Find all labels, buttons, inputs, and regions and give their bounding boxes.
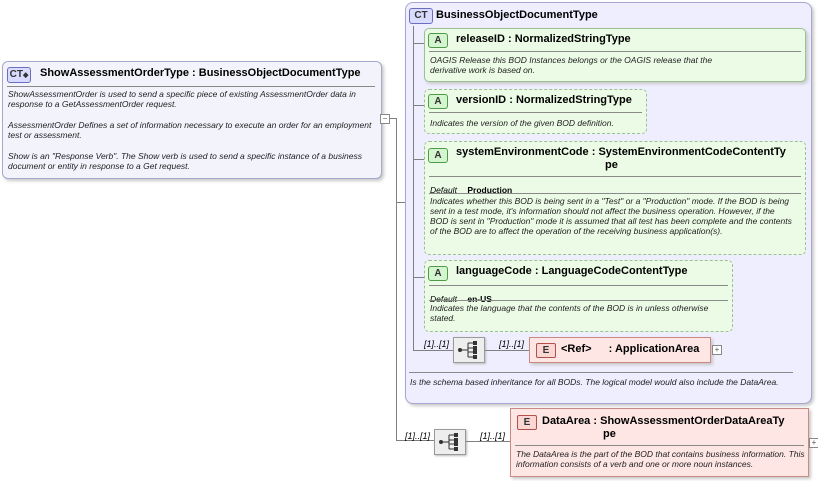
type-name: ShowAssessmentOrderType : BusinessObject… — [40, 67, 361, 79]
element-name: DataArea : ShowAssessmentOrderDataAreaTy — [542, 415, 785, 427]
sequence-icon — [439, 433, 458, 451]
element-data-area[interactable]: E DataArea : ShowAssessmentOrderDataArea… — [510, 408, 809, 477]
show-assessment-order-type-box[interactable]: CT◆ ShowAssessmentOrderType : BusinessOb… — [2, 61, 382, 179]
sequence-icon — [458, 341, 477, 359]
type-documentation-2: AssessmentOrder Defines a set of informa… — [8, 120, 372, 140]
attribute-name: versionID : NormalizedStringType — [456, 94, 632, 106]
sequence-compositor[interactable] — [434, 429, 466, 455]
element-name: <Ref> : ApplicationArea — [561, 343, 700, 355]
element-application-area[interactable]: E <Ref> : ApplicationArea — [529, 337, 711, 363]
sequence-multiplicity: [1]..[1] — [424, 339, 450, 349]
attribute-system-environment-code[interactable]: A systemEnvironmentCode : SystemEnvironm… — [424, 141, 806, 255]
type-documentation-1: ShowAssessmentOrder is used to send a sp… — [8, 89, 356, 109]
attribute-version-id[interactable]: A versionID : NormalizedStringType Indic… — [424, 89, 647, 134]
sequence-multiplicity: [1]..[1] — [405, 431, 431, 441]
element-badge: E — [536, 343, 556, 358]
element-documentation: The DataArea is the part of the BOD that… — [516, 449, 805, 469]
attribute-badge: A — [428, 266, 448, 281]
attribute-language-code[interactable]: A languageCode : LanguageCodeContentType… — [424, 260, 733, 332]
element-badge: E — [517, 415, 537, 430]
expand-toggle[interactable]: + — [712, 345, 722, 355]
attribute-name: systemEnvironmentCode : SystemEnvironmen… — [456, 146, 786, 158]
element-multiplicity: [1]..[1] — [480, 431, 506, 441]
attribute-badge: A — [428, 148, 448, 163]
bod-type-documentation: Is the schema based inheritance for all … — [410, 377, 779, 387]
attribute-documentation: Indicates the version of the given BOD d… — [430, 118, 614, 128]
complex-type-badge: CT◆ — [7, 67, 31, 83]
attribute-name: languageCode : LanguageCodeContentType — [456, 265, 688, 277]
element-multiplicity: [1]..[1] — [499, 339, 525, 349]
attribute-documentation: OAGIS Release this BOD Instances belongs… — [430, 55, 713, 75]
attribute-default: Default en-US — [430, 294, 492, 304]
complex-type-badge: CT — [409, 8, 433, 24]
sequence-compositor[interactable] — [453, 337, 485, 363]
collapse-toggle[interactable]: − — [380, 114, 390, 124]
bod-type-name: BusinessObjectDocumentType — [436, 9, 598, 21]
attribute-documentation: Indicates the language that the contents… — [430, 303, 709, 323]
attribute-badge: A — [428, 94, 448, 109]
attribute-release-id[interactable]: A releaseID : NormalizedStringType OAGIS… — [424, 28, 806, 82]
attribute-default: Default Production — [430, 185, 513, 195]
element-type-continued: pe — [603, 428, 616, 440]
attribute-badge: A — [428, 33, 448, 48]
attribute-name: releaseID : NormalizedStringType — [456, 33, 631, 45]
attribute-documentation: Indicates whether this BOD is being sent… — [430, 196, 792, 236]
type-documentation-3: Show is an "Response Verb". The Show ver… — [8, 151, 362, 171]
attribute-type-continued: pe — [605, 159, 618, 171]
expand-toggle[interactable]: + — [809, 438, 818, 448]
